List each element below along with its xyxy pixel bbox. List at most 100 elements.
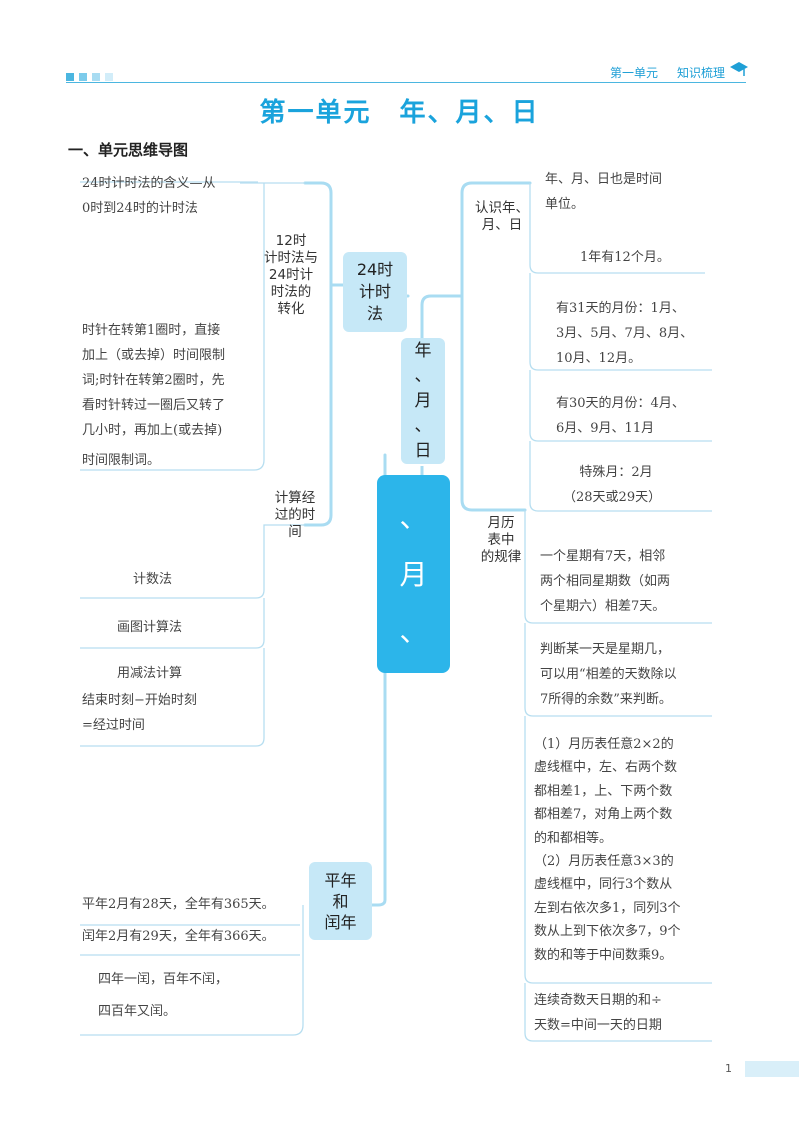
node-line: 间 xyxy=(288,524,302,540)
leaf-line: 结束时刻−开始时刻 xyxy=(82,693,197,708)
h24-line: 24时 xyxy=(356,260,394,279)
leaf-line: 24时计时法的含义—从 xyxy=(82,176,216,191)
page-title: 第一单元 年、月、日 xyxy=(259,98,540,128)
leaf-line: 有30天的月份：4月、 xyxy=(556,396,685,411)
leaf-line: 天数=中间一天的日期 xyxy=(534,1018,662,1033)
node-know-ymd: 认识年、 月、日 xyxy=(471,200,533,234)
leaf-31-day-months: 有31天的月份：1月、 3月、5月、7月、8月、 10月、12月。 xyxy=(556,296,693,371)
leaf-line: 个星期六）相差7天。 xyxy=(540,599,666,614)
header-decor-square xyxy=(66,73,74,81)
leaf-week-rule: 一个星期有7天，相邻 两个相同星期数（如两 个星期六）相差7天。 xyxy=(540,544,670,619)
leaf-line: 0时到24时的计时法 xyxy=(82,201,198,216)
leaf-30-day-months: 有30天的月份：4月、 6月、9月、11月 xyxy=(556,391,685,441)
header-rule xyxy=(66,82,746,83)
leaf-line: 都相差1，上、下两个数 xyxy=(534,783,673,799)
leaf-weekday-rule: 判断某一天是星期几， 可以用“相差的天数除以 7所得的余数”来判断。 xyxy=(540,637,677,712)
leaf-line: 都相差7，对角上两个数 xyxy=(534,807,673,823)
branch-box-ymd: 年 、 月 、 日 xyxy=(401,338,445,464)
node-line: 认识年、 xyxy=(475,200,529,216)
leaf-line: （28天或29天） xyxy=(563,490,662,505)
leaf-diagram-method: 画图计算法 xyxy=(117,620,183,635)
leaf-line: 四百年又闰。 xyxy=(98,1004,177,1019)
leap-line: 和 xyxy=(332,891,349,911)
leaf-line: 看时针转过一圈后又转了 xyxy=(82,398,226,413)
branch-box-leap: 平年 和 闰年 xyxy=(309,862,372,940)
leaf-line: 有31天的月份：1月、 xyxy=(556,301,685,316)
ymd-line: 月 xyxy=(414,390,432,411)
leaf-line: 一个星期有7天，相邻 xyxy=(540,549,666,564)
leaf-line: 虚线框中，左、右两个数 xyxy=(534,760,678,776)
leaf-line: 四年一闰，百年不闰， xyxy=(98,972,229,987)
leaf-line: 两个相同星期数（如两 xyxy=(540,574,671,589)
leaf-line: 几小时，再加上(或去掉) xyxy=(82,423,223,438)
leaf-leap-rule: 四年一闰，百年不闰， 四百年又闰。 xyxy=(98,964,228,1028)
header-section: 知识梳理 xyxy=(677,66,726,80)
ymd-line: 、 xyxy=(414,365,432,386)
leaf-counting-method: 计数法 xyxy=(133,572,173,587)
node-12h-conversion: 12时 计时法与 24时计 时法的 转化 xyxy=(258,233,324,318)
ymd-line: 日 xyxy=(414,440,432,461)
leaf-line: 可以用“相差的天数除以 xyxy=(540,667,677,682)
node-line: 计算经 xyxy=(274,490,316,506)
page-number: 1 xyxy=(725,1062,732,1075)
leaf-line: 10月、12月。 xyxy=(556,351,642,366)
leaf-time-units: 年、月、日也是时间 单位。 xyxy=(545,167,662,217)
leaf-line: （1）月历表任意2×2的 xyxy=(534,737,674,752)
center-line: 、 xyxy=(399,614,428,648)
ymd-line: 、 xyxy=(414,415,432,436)
node-calendar-rules: 月历 表中 的规律 xyxy=(472,515,530,566)
h24-line: 法 xyxy=(366,304,383,323)
center-line: 月 xyxy=(399,557,428,591)
leaf-line: 加上（或去掉）时间限制 xyxy=(82,348,226,363)
leaf-line: 词;时针在转第2圈时，先 xyxy=(82,373,225,388)
leaf-line: 特殊月：2月 xyxy=(579,465,653,480)
center-line: 日 xyxy=(399,671,428,705)
leaf-line: =经过时间 xyxy=(82,718,145,733)
node-line: 计时法与 xyxy=(264,250,318,266)
node-elapsed-time: 计算经 过的时 间 xyxy=(266,490,324,541)
h24-line: 计时 xyxy=(358,282,391,301)
leaf-leap-year: 闰年2月有29天，全年有366天。 xyxy=(82,929,275,944)
header-decor-square xyxy=(79,73,87,81)
leaf-line: 年、月、日也是时间 xyxy=(545,172,663,187)
leaf-line: 数的和等于中间数乘9。 xyxy=(534,947,673,963)
leaf-line: 时间限制词。 xyxy=(82,453,161,468)
node-line: 月历 xyxy=(487,515,515,531)
leaf-subtraction-method: 用减法计算 xyxy=(117,666,183,681)
node-line: 24时计 xyxy=(268,267,314,283)
node-line: 12时 xyxy=(275,233,307,249)
graduation-cap-icon xyxy=(730,62,748,76)
leaf-grid-rules: （1）月历表任意2×2的 虚线框中，左、右两个数 都相差1，上、下两个数 都相差… xyxy=(534,733,681,967)
header-decor-square xyxy=(92,73,100,81)
ymd-line: 年 xyxy=(414,340,432,361)
leaf-line: 的和都相等。 xyxy=(534,830,613,846)
node-line: 月、日 xyxy=(481,217,523,233)
header-unit: 第一单元 xyxy=(610,66,659,80)
leaf-odd-days-rule: 连续奇数天日期的和÷ 天数=中间一天的日期 xyxy=(534,988,662,1038)
leaf-line: 左到右依次多1，同列3个 xyxy=(534,900,681,916)
leaf-line: 判断某一天是星期几， xyxy=(540,642,671,657)
leaf-line: 单位。 xyxy=(545,197,585,212)
branch-box-24h: 24时 计时 法 xyxy=(343,252,407,332)
leaf-elapsed-formula: 结束时刻−开始时刻 =经过时间 xyxy=(82,688,197,738)
leaf-common-year: 平年2月有28天，全年有365天。 xyxy=(82,897,275,912)
leaf-line: 虚线框中，同行3个数从 xyxy=(534,877,673,893)
node-line: 转化 xyxy=(277,301,305,317)
leaf-line: 3月、5月、7月、8月、 xyxy=(556,326,694,341)
center-node: 年 、 月 、 日 xyxy=(377,444,450,705)
node-line: 过的时 xyxy=(274,507,316,523)
center-line: 、 xyxy=(399,500,428,534)
leaf-24h-definition: 24时计时法的含义—从 0时到24时的计时法 xyxy=(82,171,216,221)
leaf-special-month: 特殊月：2月 （28天或29天） xyxy=(563,460,661,510)
node-line: 表中 xyxy=(487,532,515,548)
leaf-line: （2）月历表任意3×3的 xyxy=(534,854,674,870)
leap-line: 平年 xyxy=(324,870,357,890)
leaf-12-months: 1年有12个月。 xyxy=(580,250,670,265)
leaf-line: 连续奇数天日期的和÷ xyxy=(534,993,662,1008)
leaf-line: 7所得的余数”来判断。 xyxy=(540,692,672,707)
section-heading: 一、单元思维导图 xyxy=(68,141,189,159)
page-number-bar xyxy=(745,1061,799,1077)
header-decor-square xyxy=(105,73,113,81)
leaf-line: 数从上到下依次多7，9个 xyxy=(534,924,681,940)
